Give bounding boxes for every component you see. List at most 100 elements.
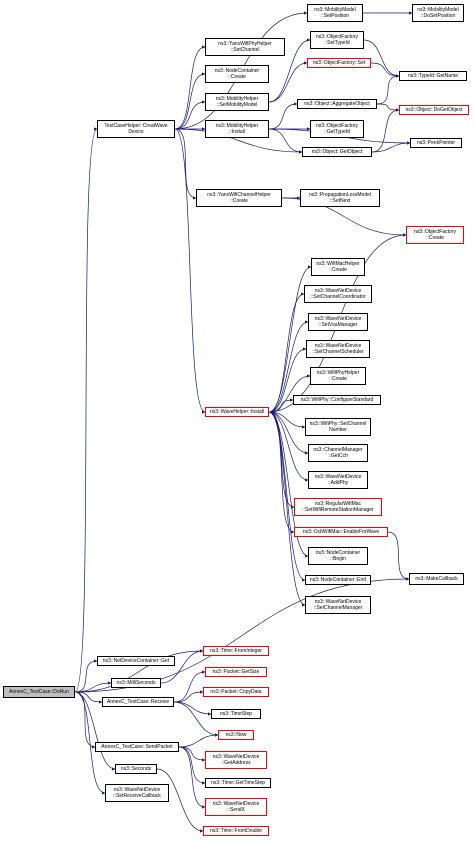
node-root[interactable]: AnnexC_TestCase::DoRun (3, 686, 75, 698)
node-label: ns3::Object::DoGetObject (405, 106, 463, 113)
node-label: ns3::ObjectFactory::Set (312, 59, 366, 66)
node-label: AnnexC_TestCase::SendPacket (101, 743, 173, 750)
node-ywch-create[interactable]: ns3::YansWifiChannelHelper::Create (196, 189, 282, 207)
node-label: AnnexC_TestCase::DoRun (9, 688, 69, 695)
node-label: ::Create (329, 376, 347, 382)
node-label: ::GetTypeId (324, 129, 350, 135)
edge-wh_install-to-wnd_setvsa (268, 320, 309, 413)
edge-root-to-wnd_setrecvcb (74, 691, 106, 795)
node-label: ::SetChannelCoordinator (310, 294, 366, 300)
node-label: ns3::ObjectFactory (316, 33, 358, 40)
edge-wh_install-to-wnd_setcs (268, 347, 307, 413)
edge-receive-to-pkt_getsize (173, 670, 206, 703)
node-label: ns3::WaveNetDevice (314, 342, 362, 349)
node-peekpointer[interactable]: ns3::PeekPointer (410, 138, 462, 148)
node-seconds[interactable]: ns3::Seconds (115, 764, 157, 774)
node-mh-setmm[interactable]: ns3::MobilityHelper::SetMobilityModel (205, 93, 269, 111)
node-ywph-setch[interactable]: ns3::YansWifiPhyHelper::SetChannel (205, 38, 285, 56)
node-receive[interactable]: AnnexC_TestCase::Receive (102, 697, 174, 707)
node-label: ns3::NodeContainer (315, 549, 361, 556)
node-label: ::DoSetPosition (420, 13, 456, 19)
node-nc-create[interactable]: ns3::NodeContainer::Create (205, 65, 269, 83)
node-time-fromdouble[interactable]: ns3::Time::FromDouble (203, 826, 269, 836)
node-milliseconds[interactable]: ns3::MilliSeconds (111, 678, 161, 688)
node-wp-confstd[interactable]: ns3::WifiPhy::ConfigureStandard (293, 395, 381, 405)
edge-sendpacket-to-now (178, 733, 219, 748)
node-plm-setnext[interactable]: ns3::PropagationLossModel::SetNext (300, 189, 380, 207)
edge-obj_getobject-to-peekpointer (371, 141, 411, 153)
node-nc-begin[interactable]: ns3::NodeContainer::Begin (308, 547, 368, 565)
node-label: ns3::WifiPhyHelper (316, 369, 360, 376)
node-label: ::Create (426, 235, 444, 241)
node-of-create[interactable]: ns3::ObjectFactory::Create (406, 226, 464, 244)
node-label: ns3::YansWifiPhyHelper (218, 40, 272, 47)
node-label: ::Create (329, 267, 347, 273)
node-wh-install[interactable]: ns3::WaveHelper::Install (205, 407, 269, 417)
edge-wh_install-to-wph_create (268, 374, 311, 413)
node-label: TestCaseHelper::CreatWave (104, 122, 168, 129)
edge-obj_aggregate-to-typeid_getname (376, 74, 400, 105)
node-pkt-getsize[interactable]: ns3::Packet::GetSize (205, 667, 267, 677)
node-label: ns3::TypeId::GetName (407, 72, 459, 79)
node-mm-dosetpos[interactable]: ns3::MobilityModel::DoSetPosition (412, 4, 464, 22)
node-label: ns3::Time::FromInteger (210, 647, 262, 654)
node-of-set[interactable]: ns3::ObjectFactory::Set (307, 58, 371, 68)
node-label: Device (128, 129, 144, 135)
node-ocb-enable[interactable]: ns3::OcbWifiMac::EnableForWave (294, 527, 388, 537)
node-rwm-setrsm[interactable]: ns3::RegularWifiMac::SetWifiRemoteStatio… (294, 498, 382, 516)
node-label: ::Create (230, 198, 248, 204)
node-obj-getobject[interactable]: ns3::Object::GetObject (302, 147, 372, 157)
node-wnd-setcc[interactable]: ns3::WaveNetDevice::SetChannelCoordinato… (304, 285, 372, 303)
node-ndc-get[interactable]: ns3::NetDeviceContainer::Get (97, 656, 175, 666)
node-wnd-addphy[interactable]: ns3::WaveNetDevice::AddPhy (308, 471, 368, 489)
node-makecallback[interactable]: ns3::MakeCallback (409, 573, 464, 585)
node-label: ::SetTypeId (324, 40, 350, 46)
node-now[interactable]: ns3::Now (218, 730, 254, 740)
node-label: ns3::Time::FromDouble (209, 827, 263, 834)
node-of-gettypeid[interactable]: ns3::ObjectFactory::GetTypeId (310, 120, 364, 138)
node-label: ::GetAddress (221, 760, 251, 766)
node-time-gettimestep[interactable]: ns3::Time::GetTimeStep (205, 778, 271, 788)
node-label: ns3::Seconds (120, 765, 152, 772)
edge-wh_install-to-nc_end (268, 411, 306, 582)
edge-mh_setmm-to-of_settypeid (268, 38, 311, 103)
node-label: ns3::Now (225, 731, 247, 738)
node-sendpacket[interactable]: AnnexC_TestCase::SendPacket (95, 742, 179, 752)
node-label: ns3::RegularWifiMac (314, 500, 362, 507)
node-mm-setpos[interactable]: ns3::MobilityModel::SetPosition (307, 4, 363, 22)
node-label: ns3::Object::GetObject (311, 148, 363, 155)
node-nc-end[interactable]: ns3::NodeContainer::End (305, 575, 371, 585)
node-wnd-getaddr[interactable]: ns3::WaveNetDevice::GetAddress (205, 751, 267, 769)
node-wnd-setrecvcb[interactable]: ns3::WaveNetDevice::SetReceiveCallback (105, 784, 169, 802)
node-label: ns3::Object::AggregateObject (304, 100, 370, 107)
node-cm-getcch[interactable]: ns3::ChannelManager::GetCch (308, 444, 368, 462)
node-timestep[interactable]: ns3::TimeStep (211, 709, 261, 719)
node-wnd-setcs[interactable]: ns3::WaveNetDevice::SetChannelScheduler (306, 340, 370, 358)
node-label: ns3::WaveNetDevice (314, 315, 362, 322)
node-wnd-setcm[interactable]: ns3::WaveNetDevice::SetChannelManager (305, 596, 371, 614)
node-mh-install[interactable]: ns3::MobilityHelper::Install (205, 120, 269, 138)
node-time-fromint[interactable]: ns3::Time::FromInteger (203, 646, 269, 656)
edge-root-to-ndc_get (74, 659, 98, 693)
node-label: ::SetMobilityModel (216, 102, 258, 108)
node-wph-create[interactable]: ns3::WifiPhyHelper::Create (310, 367, 366, 385)
node-label: ns3::ObjectFactory (414, 228, 456, 235)
node-wnd-sendx[interactable]: ns3::WaveNetDevice::SendX (205, 798, 267, 816)
node-label: ns3::WaveNetDevice (212, 800, 260, 807)
node-label: ns3::WaveNetDevice (314, 598, 362, 605)
node-typeid-getname[interactable]: ns3::TypeId::GetName (399, 71, 467, 81)
node-obj-aggregate[interactable]: ns3::Object::AggregateObject (297, 99, 377, 109)
node-label: ::SetChannel (230, 47, 260, 53)
node-of-settypeid[interactable]: ns3::ObjectFactory::SetTypeId (310, 31, 364, 49)
node-label: ::Create (228, 74, 246, 80)
node-label: ns3::NetDeviceContainer::Get (102, 657, 170, 664)
node-label: ::AddPhy (327, 480, 349, 486)
node-pkt-copydata[interactable]: ns3::Packet::CopyData (203, 687, 269, 697)
node-wmh-create[interactable]: ns3::WifiMacHelper::Create (311, 258, 365, 276)
edge-mh_install-to-obj_getobject (268, 128, 303, 154)
node-obj-dogetobject[interactable]: ns3::Object::DoGetObject (399, 105, 469, 115)
node-wnd-setvsa[interactable]: ns3::WaveNetDevice::SetVsaManager (308, 313, 368, 331)
